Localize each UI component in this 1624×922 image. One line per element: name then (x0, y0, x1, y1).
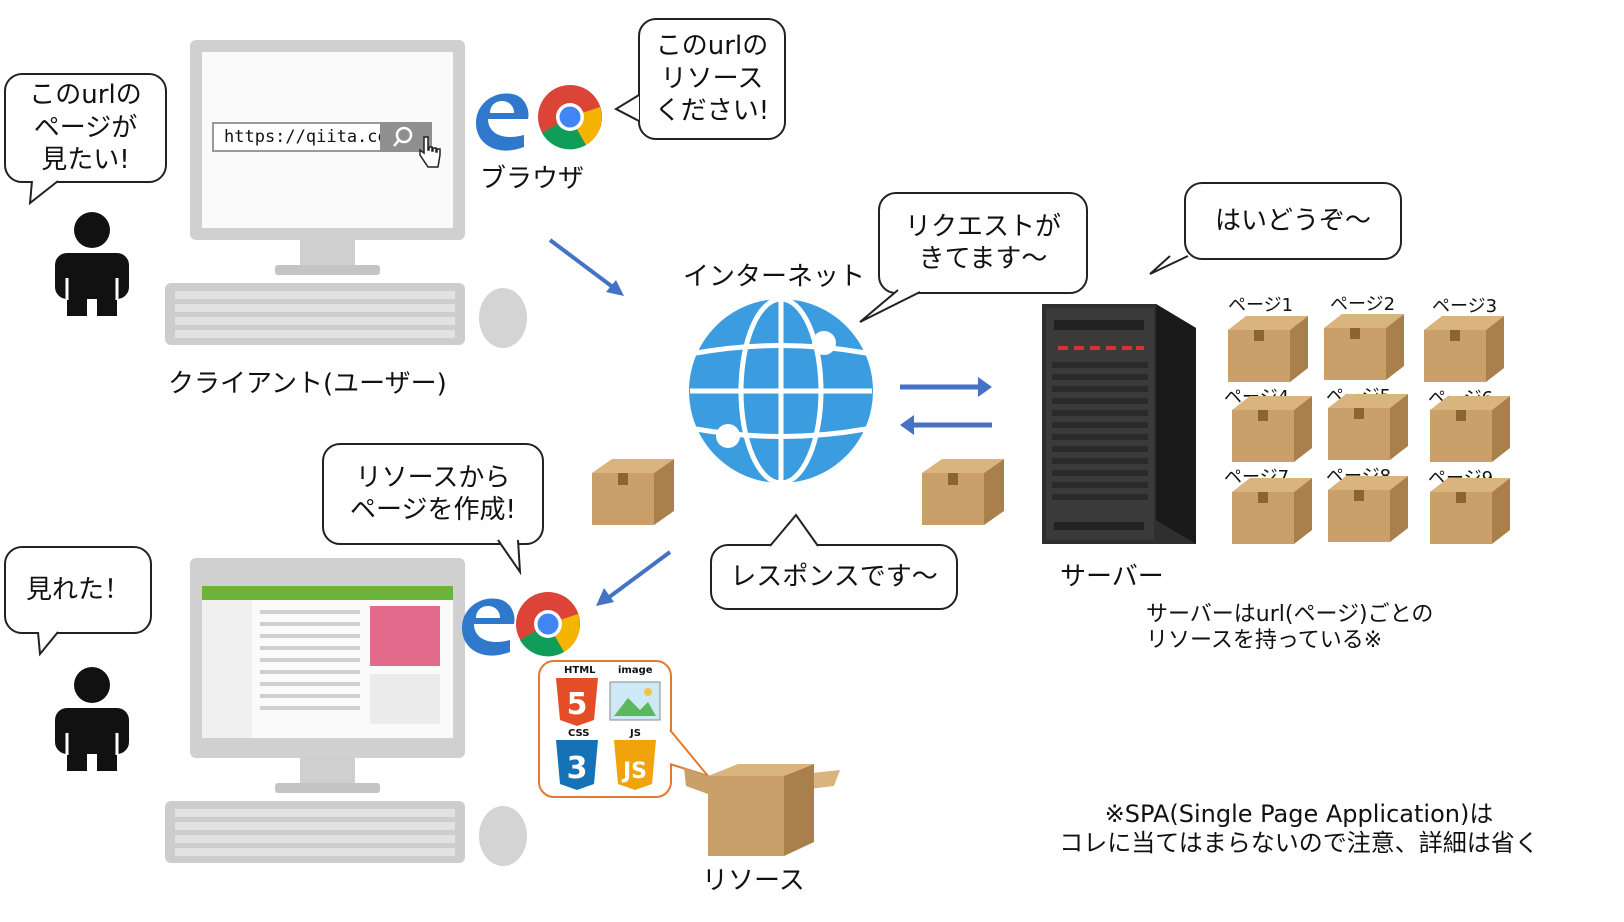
package-icon (922, 459, 1004, 525)
package-icon (1328, 476, 1408, 542)
url-text: https://qiita.com/ (224, 127, 409, 147)
resource-tiles-bubble: HTML image 5 CSS JS 3 JS (538, 660, 672, 798)
pointer-hand-icon (419, 136, 441, 168)
page-label: ページ1 (1228, 295, 1294, 316)
resource-label: リソース (702, 866, 805, 896)
chrome-icon (516, 592, 580, 657)
footnote: ※SPA(Single Page Application)は コレに当てはまらな… (1059, 800, 1539, 857)
bottom-computer (165, 556, 527, 876)
package-icon (1430, 396, 1510, 462)
client-request-bubble: このurlの ページが 見たい! (4, 73, 167, 183)
html-tile-label: HTML (564, 665, 596, 676)
internet-response-bubble: レスポンスです〜 (710, 544, 958, 610)
server-label: サーバー (1060, 562, 1164, 592)
svg-text:3: 3 (567, 751, 588, 786)
chrome-icon (538, 85, 602, 150)
page-boxes (1228, 314, 1510, 544)
package-icon (1430, 478, 1510, 544)
page-label: ページ3 (1432, 296, 1498, 317)
package-icon (1328, 394, 1408, 460)
response-arrow-icon (596, 550, 672, 606)
server-note: サーバーはurl(ページ)ごとの リソースを持っている※ (1146, 602, 1434, 654)
package-icon (1232, 478, 1312, 544)
globe-icon (689, 296, 873, 486)
browser-render-bubble: リソースから ページを作成! (322, 443, 544, 545)
server-bubble: はいどうぞ〜 (1184, 182, 1402, 260)
browser-request-bubble: このurlの リソース ください! (638, 18, 786, 140)
arrow-left-icon (900, 415, 992, 435)
svg-text:JS: JS (621, 759, 647, 784)
image-tile-label: image (618, 665, 653, 676)
image-icon (609, 681, 661, 721)
client-done-bubble: 見れた！ (4, 546, 152, 634)
search-icon (393, 126, 413, 147)
page-label: ページ2 (1330, 294, 1396, 315)
package-icon (1324, 314, 1404, 380)
internet-label: インターネット (683, 262, 866, 292)
internet-request-bubble: リクエストが きてます〜 (878, 192, 1088, 294)
js-icon: JS (614, 740, 656, 790)
browser-icons (462, 592, 580, 657)
package-icon (592, 459, 674, 525)
exchange-arrows (900, 377, 992, 435)
browser-label: ブラウザ (480, 164, 585, 194)
user-icon (55, 212, 129, 316)
css3-icon: 3 (556, 740, 598, 790)
edge-icon (476, 93, 529, 151)
computer-icon (165, 40, 527, 348)
js-tile-label: JS (630, 728, 641, 739)
request-arrow-icon (548, 238, 624, 296)
top-computer (165, 38, 527, 358)
package-icon (1228, 316, 1308, 382)
css-tile-label: CSS (568, 728, 590, 739)
html5-icon: 5 (556, 678, 598, 726)
server-icon (1042, 304, 1196, 544)
package-icon (1232, 396, 1312, 462)
browser-icons (476, 85, 602, 151)
client-label: クライアント(ユーザー) (168, 369, 447, 399)
arrow-right-icon (900, 377, 992, 397)
package-icon (1424, 316, 1504, 382)
url-bar[interactable]: https://qiita.com/ (212, 122, 408, 152)
svg-text:5: 5 (567, 687, 588, 722)
user-icon (55, 667, 129, 771)
computer-icon (165, 558, 527, 866)
open-box-icon (684, 764, 840, 856)
edge-icon (462, 598, 515, 656)
